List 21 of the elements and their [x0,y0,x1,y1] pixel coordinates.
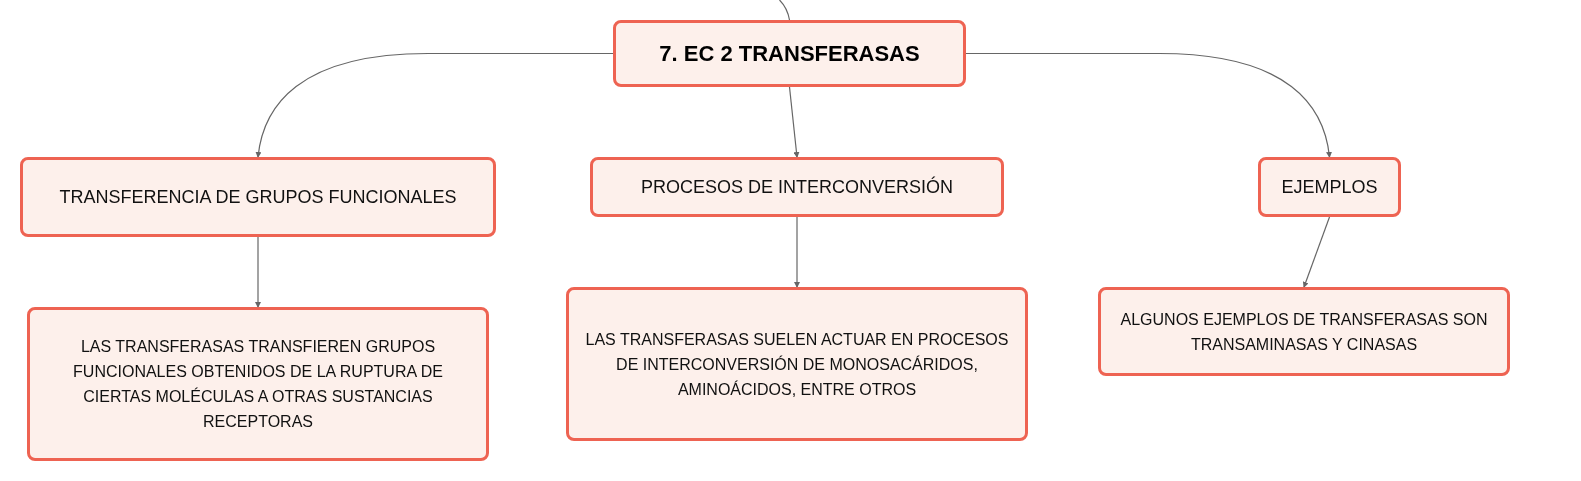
concept-box [566,287,1028,441]
topic-box [613,20,966,87]
arrow [965,52,1332,158]
concept-text: LAS TRANSFERASAS TRANSFIEREN GRUPOS FUNCIONALES OBTENIDOS DE LA RUPTURA DE CIERTAS MOLÉCULAS A OTRAS SUSTANCIAS RECEPTORAS [72,337,444,432]
concept-box [1098,287,1510,376]
concept-text: PROCESOS DE INTERCONVERSIÓN [640,175,953,199]
concept-box [20,157,496,237]
concept-text: TRANSFERENCIA DE GRUPOS FUNCIONALES [59,185,457,209]
arrow [255,236,261,308]
topic-title: 7. EC 2 TRANSFERASAS [659,40,920,68]
arrow [255,52,614,158]
arrow [788,86,800,158]
concept-box [590,157,1004,217]
concept-box [27,307,489,461]
concept-text: EJEMPLOS [1281,175,1378,199]
connector-line [778,0,791,21]
arrow [794,216,800,288]
concept-text: LAS TRANSFERASAS SUELEN ACTUAR EN PROCESOS DE INTERCONVERSIÓN DE MONOSACÁRIDOS, AMINOÁCIDOS, ENTRE OTROS [584,329,1010,400]
concept-box [1258,157,1401,217]
arrow [1302,216,1331,288]
concept-text: ALGUNOS EJEMPLOS DE TRANSFERASAS SON TRANSAMINASAS Y CINASAS [1119,309,1489,355]
